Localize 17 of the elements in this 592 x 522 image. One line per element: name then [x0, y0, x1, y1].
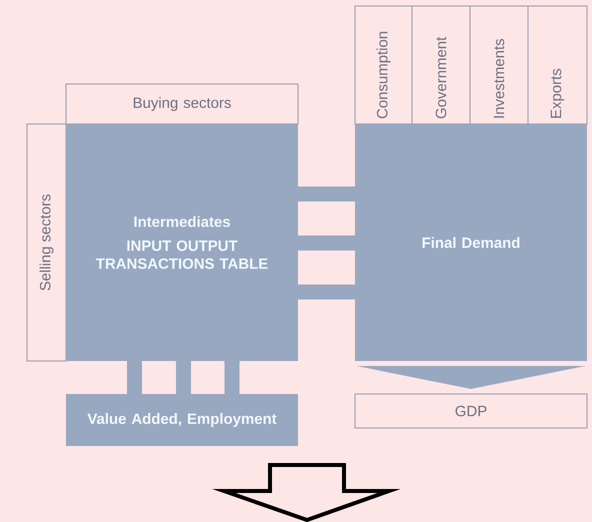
connector-bar [127, 361, 142, 394]
header-cell: Selling sectors [26, 123, 66, 362]
header-cell: Consumption [354, 6, 412, 124]
table-block: Final Demand [355, 124, 587, 361]
header-cell: Investments [470, 6, 528, 124]
connector-bar [224, 361, 240, 394]
connector-bar [298, 186, 355, 202]
result-box: GDP [354, 393, 588, 428]
funnel-arrow [356, 366, 586, 389]
header-cell: Buying sectors [66, 83, 298, 124]
connector-bar [298, 235, 355, 250]
table-block: Value Added, Employment [66, 394, 298, 446]
table-block: Intermediates INPUT OUTPUT TRANSACTIONS TABLE [66, 124, 298, 361]
header-cell: Exports [528, 6, 588, 124]
connector-bar [298, 284, 355, 300]
header-cell: Government [412, 6, 470, 124]
connector-bar [176, 361, 191, 394]
